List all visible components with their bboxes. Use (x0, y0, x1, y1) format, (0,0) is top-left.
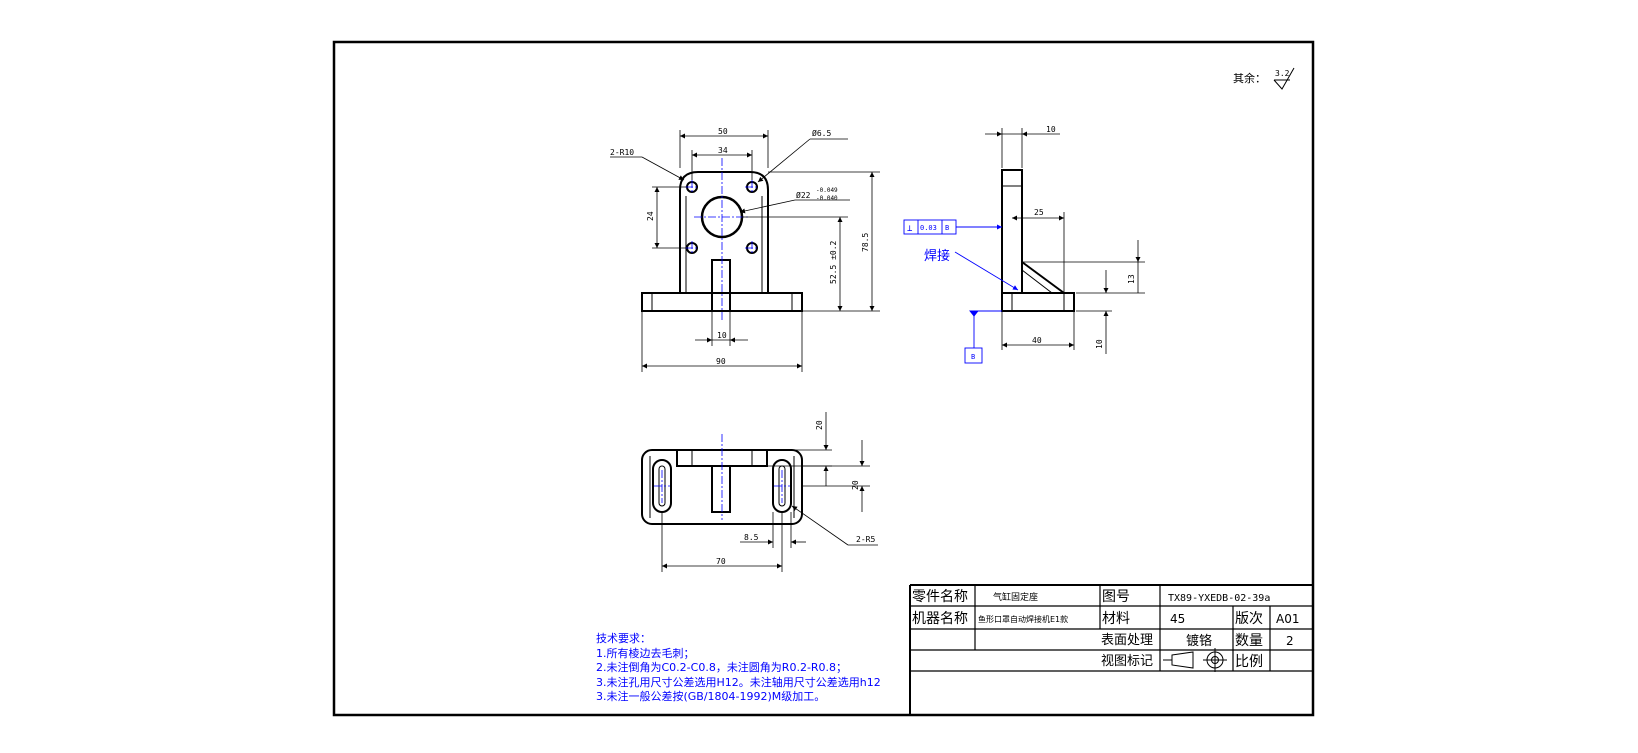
dim-slot-offset: 20 (815, 420, 824, 430)
gdt-tolerance: 0.03 (920, 224, 937, 232)
scale-label: 比例 (1235, 654, 1263, 670)
dim-slot-span: 70 (716, 557, 726, 566)
dim-slot-x: 8.5 (744, 533, 759, 542)
dim-hole-spacing-y: 24 (646, 211, 655, 221)
dim-height-total: 78.5 (861, 233, 870, 252)
roughness-mark: 其余： 3.2 (1233, 67, 1295, 90)
tech-requirement-item: 3.未注一般公差按(GB/1804-1992)M级加工。 (596, 690, 826, 703)
dim-wall: 10 (1046, 125, 1056, 134)
drawing-no: TX89-YXEDB-02-39a (1168, 593, 1270, 604)
side-view-annotations (903, 219, 1019, 364)
material-label: 材料 (1102, 611, 1130, 627)
revision-label: 版次 (1235, 611, 1263, 627)
dim-slot-radius: 2-R5 (856, 535, 875, 544)
projection-symbol-icon (1163, 648, 1227, 672)
quantity: 2 (1286, 634, 1294, 648)
title-block-text: 零件名称 气缸固定座 图号 TX89-YXEDB-02-39a 机器名称 鱼形口… (912, 589, 1299, 670)
dim-rib-height: 13 (1127, 274, 1136, 284)
top-view-dimensions (661, 412, 878, 572)
roughness-value: 3.2 (1275, 69, 1290, 78)
side-view-dim-text: 10 25 13 10 40 ⊥ 0.03 B B 焊接 (907, 125, 1136, 361)
dim-depth: 20 (851, 480, 860, 490)
front-view-dimensions (610, 130, 880, 372)
part-name-label: 零件名称 (912, 589, 968, 605)
tech-requirement-item: 1.所有棱边去毛刺； (596, 646, 695, 660)
dim-base-thickness: 10 (1095, 339, 1104, 349)
machine-name: 鱼形口罩自动焊接机E1款 (978, 614, 1068, 624)
top-view-dim-text: 20 20 8.5 70 2-R5 (716, 420, 875, 566)
dim-hole-spacing-x: 34 (718, 146, 728, 155)
weld-label: 焊接 (924, 248, 950, 264)
dim-bore-tol-upper: -0.049 (816, 187, 838, 194)
tech-requirements: 技术要求： 1.所有棱边去毛刺； 2.未注倒角为C0.2-C0.8，未注圆角为R… (596, 632, 881, 705)
dim-slot-width: 10 (717, 331, 727, 340)
dim-base-length: 40 (1032, 336, 1042, 345)
dim-bore-tol-lower: -0.040 (816, 195, 838, 202)
drawing-no-label: 图号 (1102, 589, 1130, 605)
front-view-dim-text: 50 34 24 2-R10 Ø6.5 Ø22 -0.049 -0.040 78… (610, 127, 870, 366)
side-view-dimensions (985, 128, 1145, 354)
roughness-symbol-icon (1273, 67, 1295, 90)
dim-small-hole: Ø6.5 (812, 128, 831, 138)
datum-label: B (971, 353, 975, 361)
quantity-label: 数量 (1235, 633, 1263, 649)
sheet-border (332, 40, 1315, 717)
tech-requirements-title: 技术要求： (596, 632, 651, 645)
front-view-centerlines (685, 158, 759, 320)
gdt-symbol: ⊥ (907, 224, 913, 234)
roughness-label: 其余： (1233, 71, 1266, 85)
datum-box (964, 347, 983, 364)
dim-bore: Ø22 (796, 190, 811, 200)
tech-requirement-item: 3.未注孔用尺寸公差选用H12。未注轴用尺寸公差选用h12 (596, 675, 881, 689)
material: 45 (1170, 612, 1185, 626)
title-block (909, 584, 1313, 715)
dim-rib: 25 (1034, 208, 1044, 217)
dim-corner-radius: 2-R10 (610, 148, 634, 157)
gdt-datum: B (945, 224, 949, 232)
tech-requirement-item: 2.未注倒角为C0.2-C0.8，未注圆角为R0.2-R0.8； (596, 661, 848, 674)
surface-label: 表面处理 (1101, 633, 1153, 648)
machine-name-label: 机器名称 (912, 611, 968, 627)
top-view-centerlines (654, 434, 790, 520)
side-view (1001, 169, 1075, 312)
surface: 镀铬 (1186, 633, 1212, 649)
revision: A01 (1276, 612, 1299, 626)
dim-width-top: 50 (718, 127, 728, 136)
view-mark-label: 视图标记 (1101, 654, 1153, 669)
dim-bore-height: 52.5 ±0.2 (829, 240, 838, 284)
part-name: 气缸固定座 (993, 591, 1038, 603)
dim-base-width: 90 (716, 357, 726, 366)
